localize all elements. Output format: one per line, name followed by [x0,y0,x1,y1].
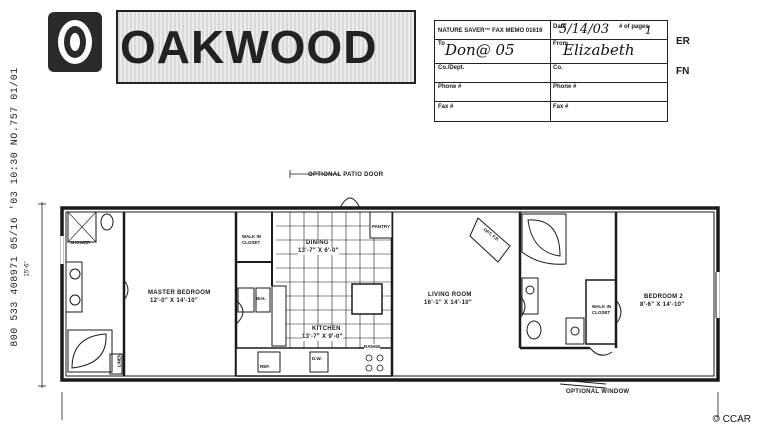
kitchen-counter [235,347,393,377]
optional-window-label: OPTIONAL WINDOW [566,389,630,395]
memo-from-label: From [553,41,568,47]
range-label: RANGE [364,344,381,349]
ccar-watermark: © CCAR [712,414,751,425]
bedroom-2-label: BEDROOM 2 [644,294,684,300]
overall-dimension-label: 15'-6" [24,261,31,277]
corner-tub [67,329,113,373]
logo-wordmark: OAKWOOD [120,21,378,73]
memo-phone-label: Phone # [438,84,462,90]
master-bedroom-dim: 12'-0" X 14'-10" [150,298,199,304]
dining-label: DINING [306,240,329,247]
kitchen-dim: 13'-7" X 9'-0" [302,334,343,341]
kitchen-island [351,283,383,315]
memo-co-dept-label: Co./Dept. [438,65,465,71]
walk-in-closet-2 [585,279,617,345]
dining-dim: 13'-7" X 6'-0" [298,248,339,255]
memo-fax-label: Fax # [438,104,454,110]
memo-pages-value: 1 [645,24,652,37]
memo-divider [550,21,551,121]
memo-rule [435,101,667,102]
living-room-dim: 16'-1" X 14'-10" [424,300,473,306]
linen-label: LINEN [116,353,122,368]
water-heater-label: W.H. [256,296,266,301]
memo-rule [435,82,667,83]
memo-to-value: Don@ 05 [445,41,515,59]
memo-pages-label: # of pages [619,24,649,30]
shower-stall [67,211,97,243]
memo-phone-label-right: Phone # [553,84,577,90]
windows [154,375,684,389]
kitchen-label: KITCHEN [312,326,341,333]
memo-rule [435,63,667,64]
dishwasher-label: D.W. [312,356,322,361]
refrigerator-label: REF. [260,364,270,369]
toilet [100,213,114,231]
shower-label: SHOWER [70,240,91,245]
memo-date-label: Date [553,24,567,30]
fireplace [469,217,511,263]
oakwood-o-logo-icon [48,12,102,72]
memo-from-value: Elizabeth [563,41,635,59]
corner-tub-2 [521,213,567,265]
side-mark-fn: FN [676,66,690,77]
fax-memo-form: NATURE SAVER™ FAX MEMO 01616 Date 5/14/0… [434,20,668,122]
memo-to-label: To [438,41,445,47]
vanity [65,261,83,313]
bedroom-2-dim: 8'-6" X 14'-10" [640,302,685,308]
toilet-2 [526,320,542,340]
living-room-label: LIVING ROOM [428,292,472,298]
side-mark-er: ER [676,36,690,47]
walk-in-closet-2-label: WALK IN CLOSET [592,304,611,315]
water-heater [237,287,255,313]
memo-rule [435,39,667,40]
optional-patio-door-label: OPTIONAL PATIO DOOR [308,172,384,178]
walk-in-closet-1-label: WALK IN CLOSET [242,234,261,245]
memo-fax-label-right: Fax # [553,104,569,110]
memo-title: NATURE SAVER™ FAX MEMO 01616 [438,28,543,34]
memo-co-label: Co. [553,65,563,71]
memo-date-value: 5/14/03 [559,22,610,37]
logo-banner [116,10,416,84]
pantry-label: PANTRY [372,224,390,229]
master-bedroom-label: MASTER BEDROOM [148,290,211,296]
